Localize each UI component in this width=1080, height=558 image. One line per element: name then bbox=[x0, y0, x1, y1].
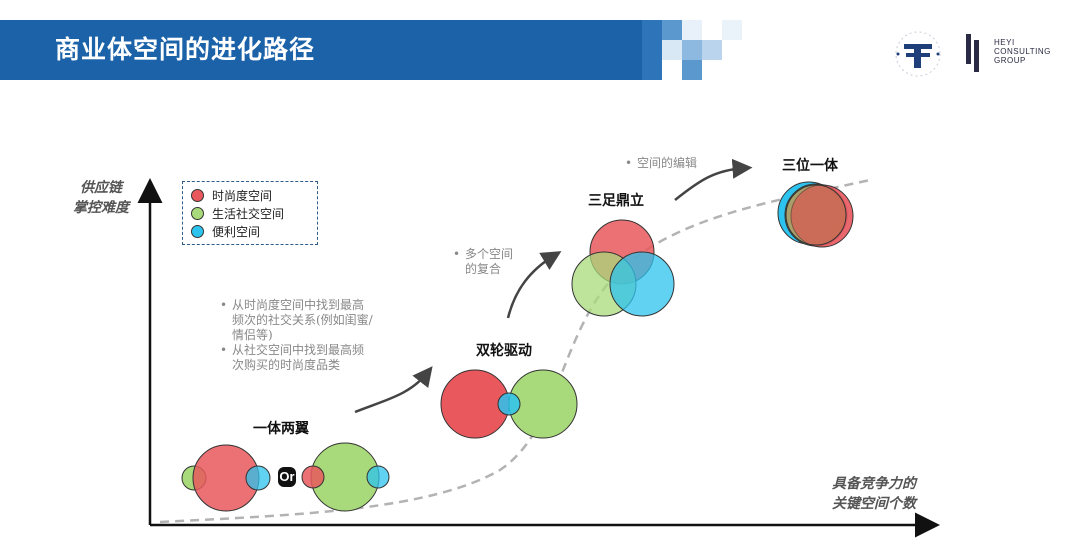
deco-square bbox=[682, 20, 702, 40]
note-line: 频次的社交关系(例如闺蜜/ bbox=[232, 313, 373, 327]
convenience-circle-small bbox=[245, 465, 271, 491]
title-bar bbox=[0, 20, 660, 80]
bullet: • bbox=[625, 156, 633, 170]
stage2-label: 双轮驱动 bbox=[476, 343, 532, 359]
page-title: 商业体空间的进化路径 bbox=[55, 35, 316, 64]
stage1-option-b bbox=[301, 442, 390, 512]
company-logo: HEYI CONSULTING GROUP bbox=[890, 26, 1070, 82]
deco-square bbox=[682, 60, 702, 80]
note-line: 从社交空间中找到最高频 bbox=[232, 343, 365, 357]
deco-square bbox=[662, 20, 682, 40]
arrow-stage3-to-4 bbox=[674, 158, 753, 201]
social-swatch bbox=[191, 206, 204, 220]
legend-label: 生活社交空间 bbox=[212, 206, 285, 221]
deco-square bbox=[722, 20, 742, 40]
stage3-venn bbox=[571, 219, 675, 317]
x-axis-label-line1: 具备竞争力的 bbox=[832, 476, 916, 492]
or-badge: Or bbox=[278, 467, 296, 487]
note-line: 多个空间 bbox=[465, 247, 514, 261]
deco-square bbox=[642, 20, 662, 80]
deco-square bbox=[662, 40, 682, 60]
stage2-circles bbox=[440, 369, 578, 439]
arrow-stage2-to-3 bbox=[506, 251, 562, 319]
note-line: 的复合 bbox=[465, 262, 502, 276]
stage4-merged bbox=[777, 181, 854, 248]
stage4-label: 三位一体 bbox=[782, 158, 838, 174]
fashion-circle-small bbox=[301, 465, 325, 489]
note-line: 空间的编辑 bbox=[637, 156, 698, 170]
legend-item-convenience: 便利空间 bbox=[191, 222, 309, 240]
deco-square bbox=[702, 40, 722, 60]
convenience-circle-small bbox=[366, 465, 390, 489]
logo-line-1: HEYI bbox=[994, 38, 1015, 47]
note-fashion-to-social: • 从时尚度空间中找到最高 频次的社交关系(例如闺蜜/ 情侣等) • 从社交空间中找… bbox=[220, 298, 373, 373]
legend-item-social: 生活社交空间 bbox=[191, 204, 309, 222]
legend-item-fashion: 时尚度空间 bbox=[191, 186, 309, 204]
x-axis-label: 具备竞争力的 关键空间个数 bbox=[808, 474, 916, 514]
stage3-label: 三足鼎立 bbox=[588, 193, 644, 209]
legend-label: 便利空间 bbox=[212, 224, 261, 239]
bullet: • bbox=[220, 343, 228, 357]
y-axis-label-line1: 供应链 bbox=[80, 180, 122, 196]
note-line: 次购买的时尚度品类 bbox=[232, 358, 341, 372]
note-line: 从时尚度空间中找到最高 bbox=[232, 298, 365, 312]
x-axis-label-line2: 关键空间个数 bbox=[832, 496, 916, 512]
logo-wordmark: HEYI CONSULTING GROUP bbox=[994, 38, 1051, 65]
overlap-circle bbox=[785, 184, 847, 246]
legend-label: 时尚度空间 bbox=[212, 188, 273, 203]
y-axis-label-line2: 掌控难度 bbox=[73, 200, 129, 216]
bullet: • bbox=[453, 247, 461, 261]
logo-line-3: GROUP bbox=[994, 56, 1026, 65]
convenience-circle bbox=[497, 392, 521, 416]
stage1-label: 一体两翼 bbox=[253, 421, 309, 437]
seal-icon bbox=[895, 31, 941, 77]
y-axis-label: 供应链 掌控难度 bbox=[70, 178, 132, 218]
heyi-bars-icon bbox=[966, 34, 979, 72]
convenience-circle bbox=[609, 251, 675, 317]
deco-square bbox=[682, 40, 702, 60]
arrow-stage1-to-2 bbox=[354, 366, 433, 414]
bullet: • bbox=[220, 298, 228, 312]
stage1-option-a bbox=[181, 444, 271, 512]
logo-line-2: CONSULTING bbox=[994, 47, 1051, 56]
convenience-swatch bbox=[191, 224, 204, 238]
note-multi-space: • 多个空间 的复合 bbox=[453, 247, 513, 277]
legend: 时尚度空间 生活社交空间 便利空间 bbox=[182, 181, 318, 245]
note-space-editing: • 空间的编辑 bbox=[625, 156, 697, 171]
fashion-swatch bbox=[191, 188, 204, 202]
note-line: 情侣等) bbox=[232, 328, 273, 342]
